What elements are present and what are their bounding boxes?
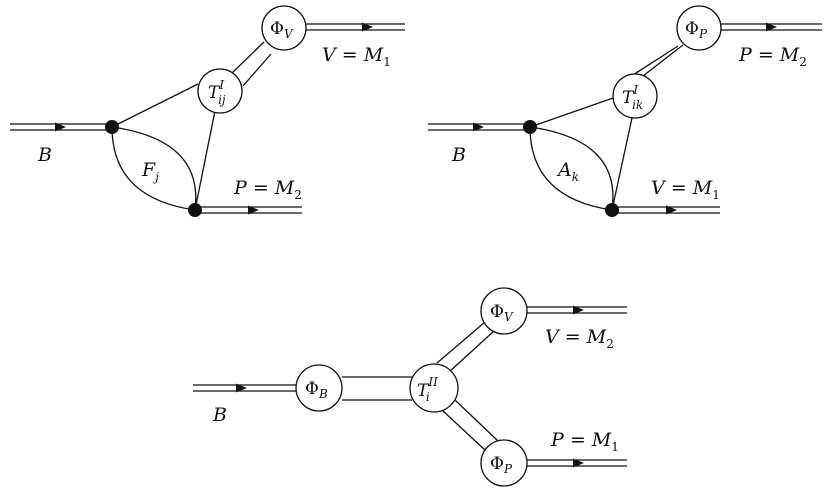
- wave-function-label: ΦV: [270, 19, 294, 41]
- hard-kernel-blob: [409, 363, 459, 413]
- form-factor-loop-a: [111, 83, 217, 211]
- outgoing-line-top-a: [306, 22, 405, 32]
- spectator-pair-a: [231, 41, 272, 87]
- b-wave-function-blob: [295, 364, 343, 412]
- wave-function-blob: [480, 287, 528, 335]
- outgoing-top-label: P = M2: [738, 44, 807, 69]
- outgoing-line-bottom-b: [612, 205, 720, 215]
- vertex-dot: [105, 120, 119, 134]
- form-factor-loop-b: [529, 96, 633, 211]
- incoming-meson-label: B: [451, 144, 466, 166]
- upper-tube-c: [436, 321, 495, 373]
- outgoing-bottom-label: P = M2: [233, 177, 302, 202]
- wave-function-label: ΦP: [685, 19, 708, 41]
- outgoing-bottom-label: V = M1: [651, 177, 720, 202]
- b-meson-line-a: [10, 122, 112, 132]
- outgoing-line-bottom-a: [195, 205, 302, 215]
- incoming-meson-label: B: [37, 144, 52, 166]
- outgoing-bottom-label: P = M1: [550, 429, 619, 454]
- b-wave-function-label: ΦB: [305, 379, 328, 401]
- outgoing-line-top-b: [721, 22, 822, 32]
- hard-kernel-blob: [197, 68, 243, 114]
- wave-function-blob: [261, 5, 307, 51]
- form-factor-label: Ak: [556, 159, 579, 184]
- form-factor-label: Fj: [141, 159, 159, 184]
- wave-function-blob: [676, 5, 722, 51]
- b-meson-line-b: [428, 122, 530, 132]
- outgoing-top-label: V = M2: [545, 326, 614, 351]
- wave-function-label: ΦP: [490, 454, 513, 476]
- hard-kernel-blob: [612, 73, 658, 119]
- incoming-meson-label: B: [212, 404, 227, 426]
- outgoing-line-top-c: [526, 305, 627, 315]
- lower-tube-c: [441, 399, 499, 452]
- b-meson-line-c: [193, 383, 297, 393]
- outgoing-line-bottom-c: [526, 458, 627, 468]
- hard-kernel-tube-c: [342, 376, 412, 401]
- wave-function-blob: [480, 439, 528, 487]
- wave-function-label: ΦV: [490, 302, 514, 324]
- vertex-dot: [605, 203, 619, 217]
- outgoing-top-label: V = M1: [322, 44, 391, 69]
- vertex-dot: [188, 203, 202, 217]
- vertex-dot: [523, 120, 537, 134]
